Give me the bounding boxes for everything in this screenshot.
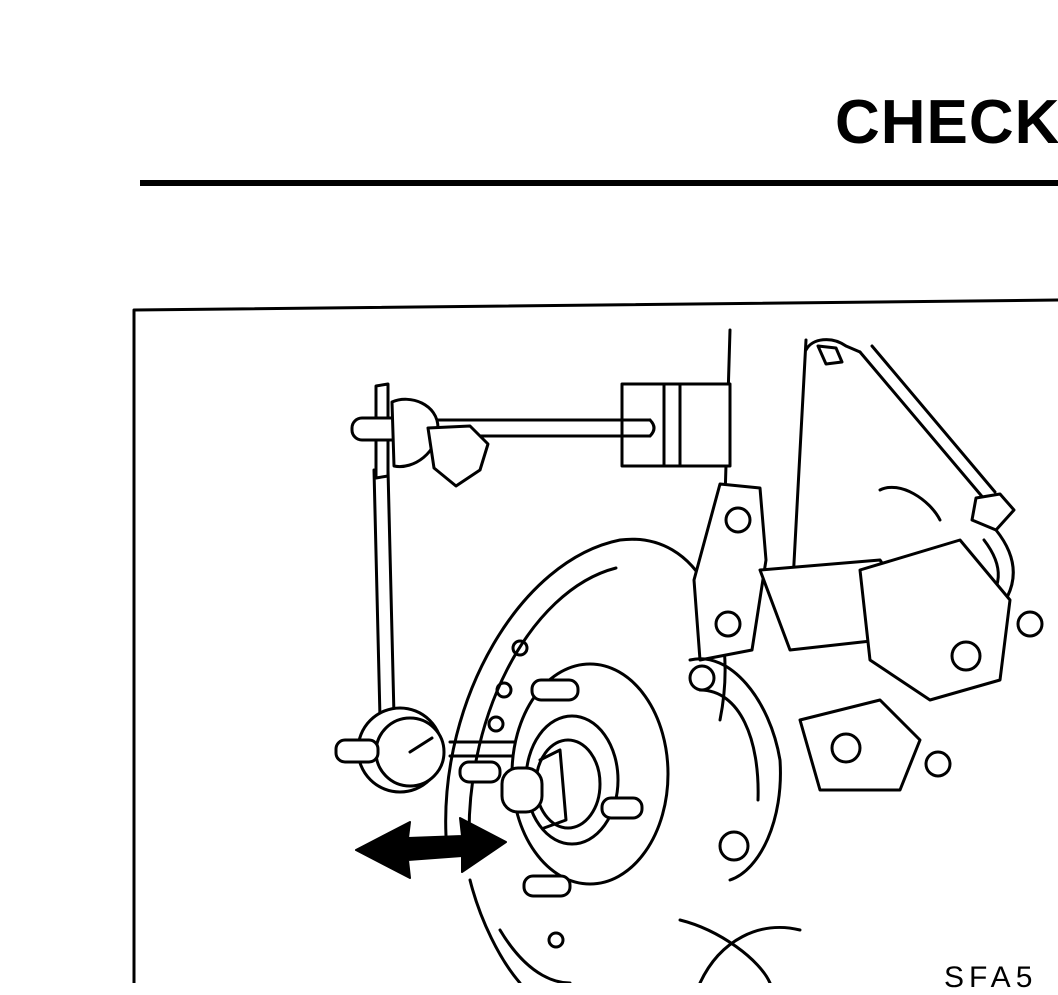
wheel-studs <box>458 678 644 898</box>
wheel-hub <box>500 662 670 886</box>
dial-gauge <box>334 706 536 794</box>
brake-caliper <box>758 485 1044 792</box>
figure-frame <box>132 298 1058 983</box>
vertical-rod <box>372 468 396 720</box>
brake-rotor <box>444 537 727 983</box>
section-heading: CHECK <box>835 88 1058 157</box>
rod-clamp <box>350 382 490 488</box>
figure-reference-code: SFA5 <box>944 961 1038 994</box>
movement-direction-arrow <box>355 817 507 879</box>
magnetic-base <box>620 382 732 468</box>
steering-knuckle <box>678 482 802 983</box>
header-rule <box>140 180 1058 186</box>
